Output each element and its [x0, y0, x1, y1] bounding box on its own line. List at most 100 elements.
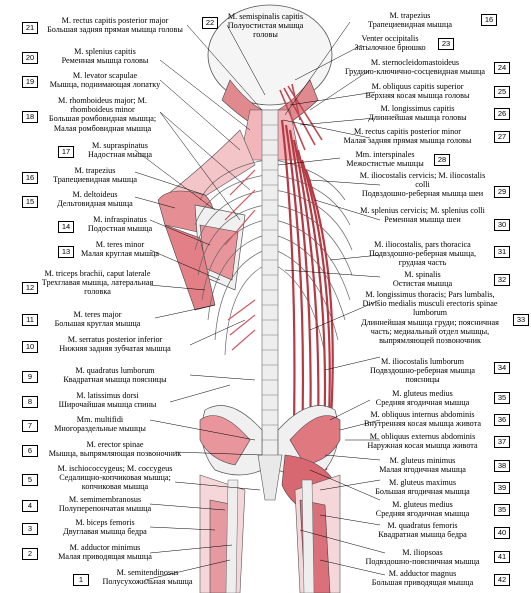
label-latin: M. deltoideus: [72, 190, 118, 199]
label-number-34: 34: [494, 362, 510, 374]
label-latin: M. latissimus dorsi: [76, 391, 139, 400]
label-iliocostalis-thoracica: M. iliocostalis, pars thoracica Подвздош…: [355, 240, 490, 268]
label-adductor-magnus: M. adductor magnus Большая приводящая мы…: [355, 569, 490, 587]
label-sternocleidomastoideus: M. sternocleidomastoideus Грудино-ключич…: [340, 58, 490, 76]
label-russian: Дельтовидная мышца: [57, 199, 133, 209]
label-number-6: 6: [22, 445, 38, 457]
label-number-30: 30: [494, 219, 510, 231]
label-russian: Наружная косая мышца живота: [367, 441, 478, 451]
label-russian: Двуглавая мышца бедра: [63, 527, 147, 537]
label-biceps-femoris: M. biceps femoris Двуглавая мышца бедра: [40, 518, 170, 536]
label-obliquus-externus-abdominis: M. obliquus externus abdominis Наружная …: [350, 432, 495, 450]
label-latin: M. splenius cervicis; M. splenius colli: [360, 206, 485, 215]
label-gluteus-medius-2: M. gluteus medius Средняя ягодичная мышц…: [355, 500, 490, 518]
label-number-16-right: 16: [481, 14, 497, 26]
label-latin: M. gluteus maximus: [388, 478, 457, 487]
label-latin: M. levator scapulae: [72, 71, 138, 80]
label-gluteus-minimus: M. gluteus minimus Малая ягодичная мышца: [355, 456, 490, 474]
label-latin: Mm. interspinales: [355, 150, 415, 159]
label-latin: M. teres major: [73, 310, 122, 319]
label-number-5: 5: [22, 474, 38, 486]
label-supraspinatus: M. supraspinatus Надостная мышца: [75, 141, 165, 159]
label-number-8: 8: [22, 396, 38, 408]
label-number-19: 19: [22, 76, 38, 88]
label-russian: Многораздельные мышцы: [54, 424, 146, 434]
label-number-35: 35: [494, 392, 510, 404]
label-splenius-capitis: M. splenius capitis Ременная мышца голов…: [40, 47, 170, 65]
label-russian: Длиннейшая мышца головы: [368, 113, 467, 123]
label-number-27: 27: [494, 131, 510, 143]
label-latin: M. trapezius: [74, 166, 116, 175]
label-obliquus-capitis-superior: M. obliquus capitis superior Верхняя кос…: [345, 82, 490, 100]
label-latin: M. obliquus externus abdominis: [369, 432, 476, 441]
label-russian: Трапециевидная мышца: [368, 20, 452, 30]
label-latin: M. spinalis: [404, 270, 441, 279]
label-latin: M. quadratus lumborum: [75, 366, 155, 375]
label-number-37: 37: [494, 436, 510, 448]
intercostal-strands-left: [224, 169, 256, 351]
label-adductor-minimus: M. adductor minimus Малая приводящая мыш…: [40, 543, 170, 561]
label-number-4: 4: [22, 500, 38, 512]
label-latin: M. semitendinosus: [116, 568, 179, 577]
label-number-26: 26: [494, 108, 510, 120]
label-number-24: 24: [494, 62, 510, 74]
label-russian: Малая ягодичная мышца: [379, 465, 466, 475]
label-russian: Надостная мышца: [87, 150, 153, 160]
label-latin: M. supraspinatus: [92, 141, 148, 150]
label-number-1: 1: [73, 574, 89, 586]
label-erector-spinae: M. erector spinae Мышца, выпрямляющая по…: [40, 440, 190, 458]
label-latin: M. quadratus femoris: [387, 521, 458, 530]
label-russian: Внутренняя косая мышца живота: [364, 419, 481, 429]
label-number-29: 29: [494, 186, 510, 198]
label-number-35-b: 35: [494, 504, 510, 516]
label-serratus-posterior-inferior: M. serratus posterior inferior Нижняя за…: [40, 335, 190, 353]
gluteus-medius-right: [289, 415, 341, 466]
label-latin: M. adductor magnus: [388, 569, 457, 578]
label-number-11: 11: [22, 314, 38, 326]
label-russian: Средняя ягодичная мышца: [375, 509, 470, 519]
label-spinalis: M. spinalis Остистая мышца: [355, 270, 490, 288]
label-number-40: 40: [494, 527, 510, 539]
label-russian: Большая круглая мышца: [54, 319, 141, 329]
label-quadratus-lumborum: M. quadratus lumborum Квадратная мышца п…: [40, 366, 190, 384]
label-russian: Мышца, выпрямляющая позвоночник: [48, 449, 182, 459]
label-latin: M. rhomboideus major; M. rhomboideus min…: [58, 96, 147, 115]
label-latin: M. iliopsoas: [402, 548, 443, 557]
label-russian: Подостная мышца: [87, 224, 153, 234]
gluteus-medius-left: [199, 415, 251, 466]
label-number-10: 10: [22, 341, 38, 353]
label-russian: Малая круглая мышца: [80, 249, 160, 259]
label-splenius-cervicis: M. splenius cervicis; M. splenius colli …: [355, 206, 490, 224]
label-number-14: 14: [58, 221, 74, 233]
sacrum: [257, 454, 283, 501]
label-latin: M. obliquus internus abdominis: [370, 410, 475, 419]
label-russian: Большая приводящая мышца: [371, 578, 474, 588]
label-ischiococcygeus: M. ischiococcygeus; M. coccygeus Седалищ…: [40, 464, 190, 492]
label-number-36: 36: [494, 414, 510, 426]
label-latin: M. ischiococcygeus; M. coccygeus: [57, 464, 173, 473]
label-russian: Седалищно-копчиковая мышца; копчиковая м…: [59, 473, 171, 492]
label-number-38: 38: [494, 460, 510, 472]
label-russian: Нижняя задняя зубчатая мышца: [59, 344, 171, 354]
label-russian: Ременная мышца шеи: [384, 215, 461, 225]
label-latin: M. semispinalis capitis: [227, 12, 304, 21]
label-interspinales: Mm. interspinales Межостистые мышцы: [340, 150, 430, 168]
label-infraspinatus: M. infraspinatus Подостная мышца: [75, 215, 165, 233]
label-number-12: 12: [22, 282, 38, 294]
label-latin: M. triceps brachii, caput laterale: [44, 269, 151, 278]
label-latin: M. erector spinae: [86, 440, 144, 449]
label-number-25: 25: [494, 86, 510, 98]
label-number-23: 23: [438, 38, 454, 50]
label-latin: M. semimembranosus: [68, 495, 142, 504]
label-russian: Большая ягодичная мышца: [375, 487, 470, 497]
label-russian: Трехглавая мышца, латеральная головка: [41, 278, 154, 297]
label-number-42: 42: [494, 574, 510, 586]
label-semispinalis-capitis: M. semispinalis capitis Полуостистая мыш…: [218, 12, 313, 40]
label-latin: M. teres minor: [95, 240, 145, 249]
label-russian: Полуперепончатая мышца: [58, 504, 152, 514]
label-deltoideus: M. deltoideus Дельтовидная мышца: [40, 190, 150, 208]
label-latin: Mm. multifidi: [76, 415, 124, 424]
label-russian: Подвздошно-поясничная мышца: [365, 557, 480, 567]
